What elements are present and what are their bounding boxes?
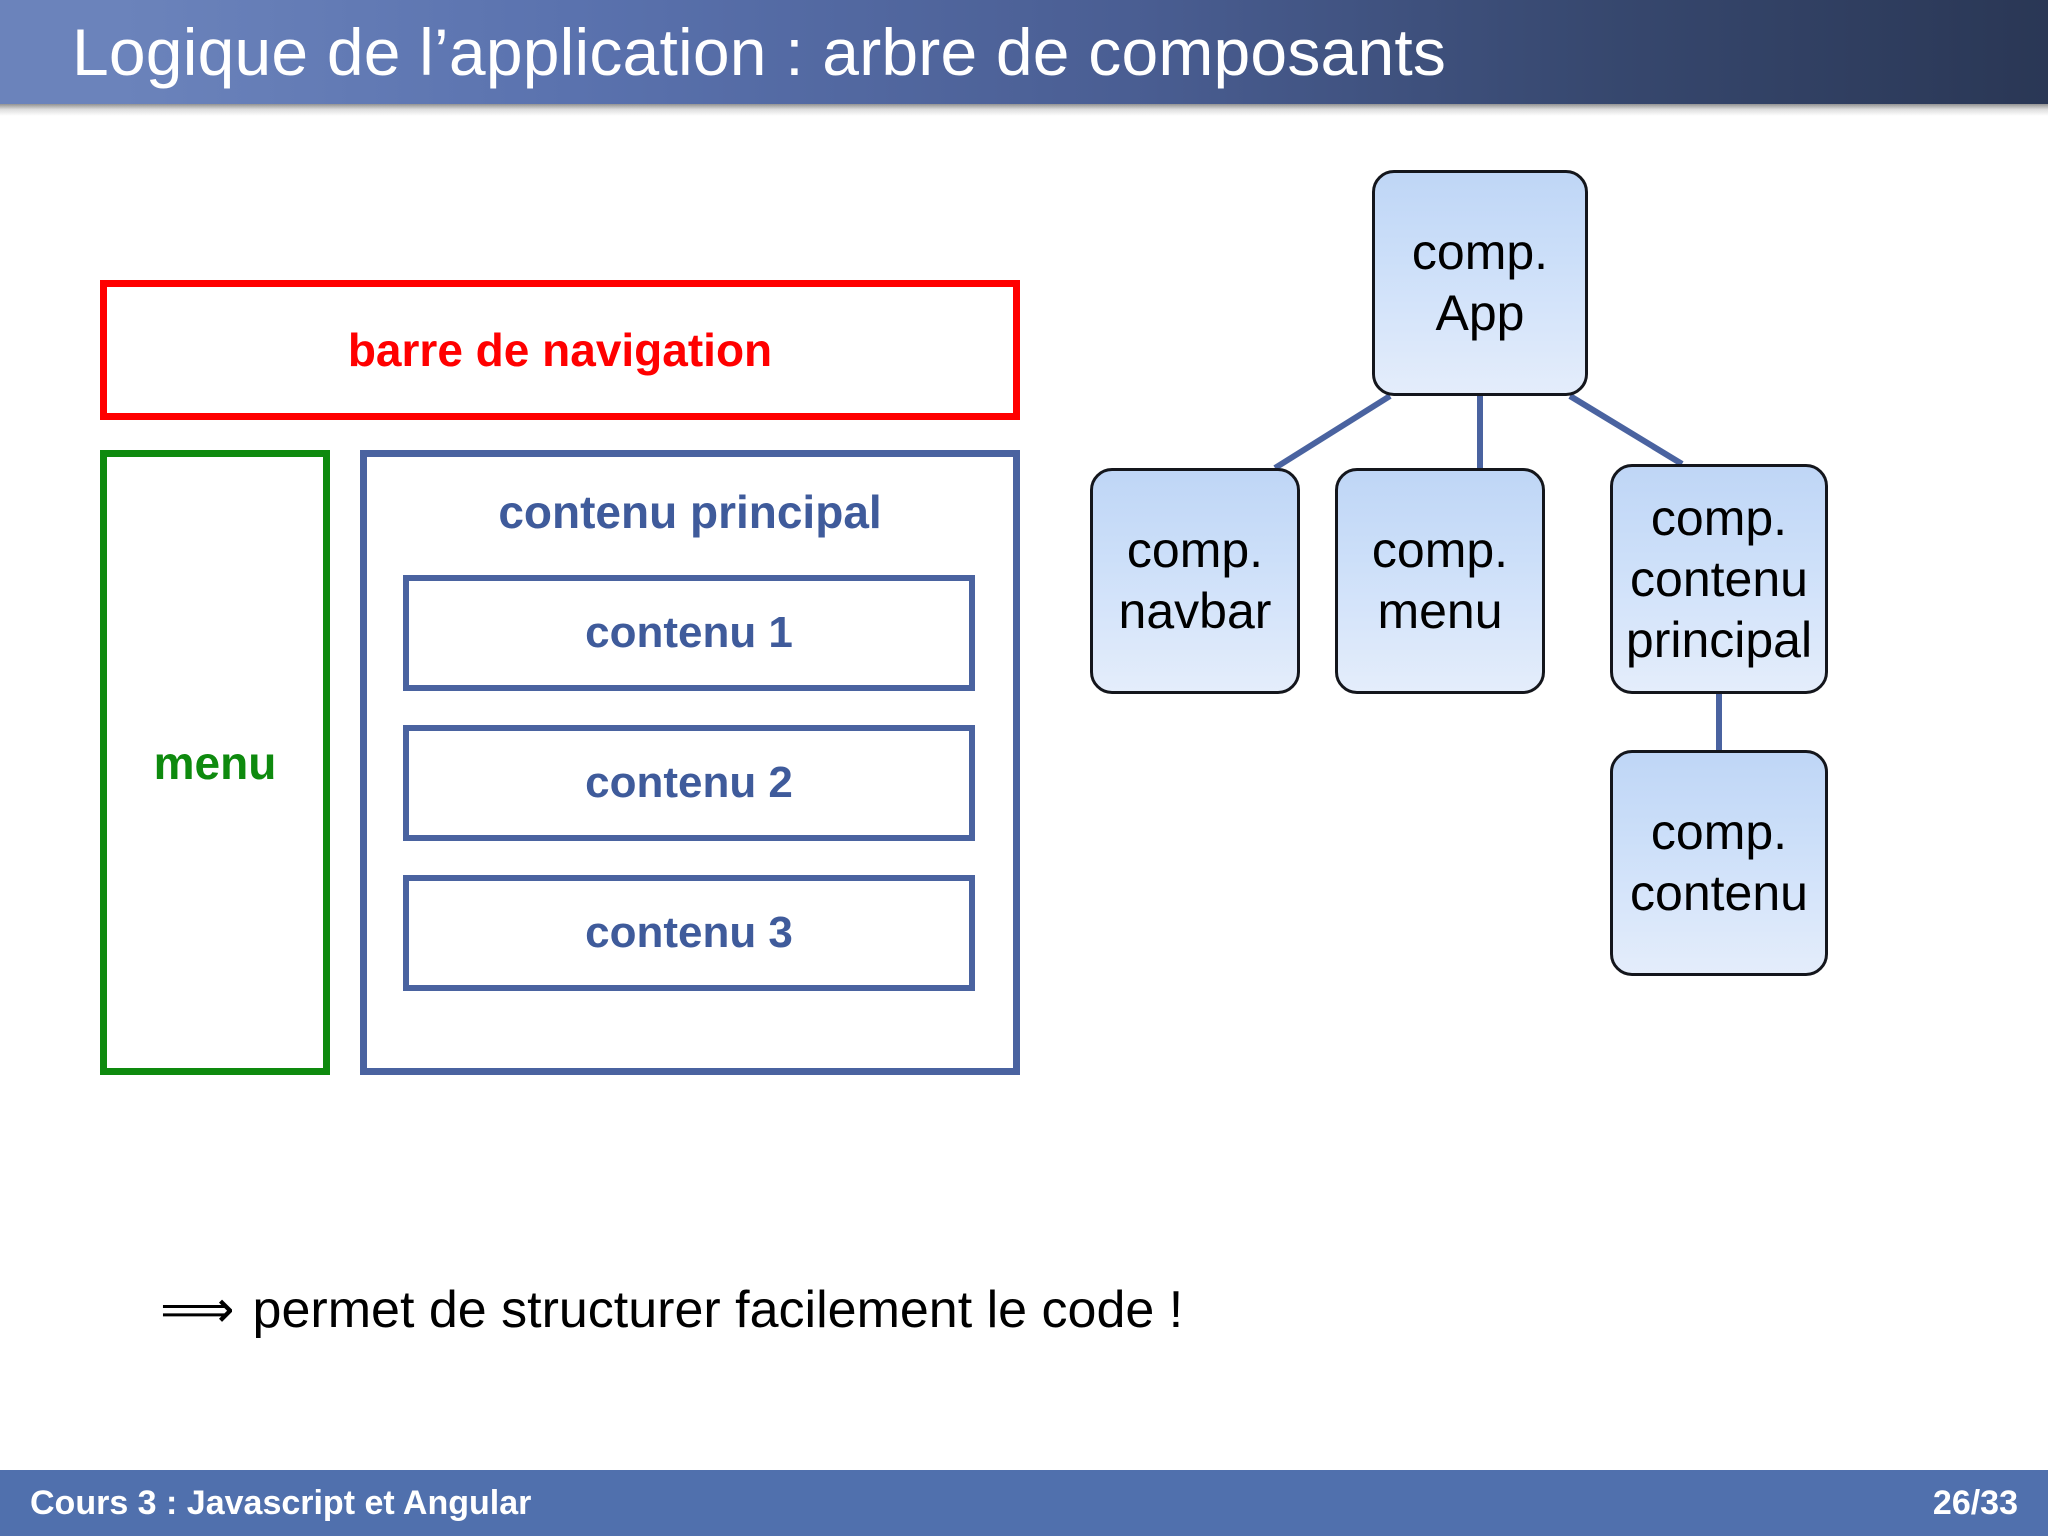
slide-footer-bar: Cours 3 : Javascript et Angular 26/33 <box>0 1470 2048 1536</box>
component-tree-diagram: comp. App comp. navbar comp. menu comp. … <box>1090 170 2030 976</box>
tree-node-contenu-principal: comp. contenu principal <box>1610 464 1828 694</box>
tree-node-menu: comp. menu <box>1335 468 1545 694</box>
component-tree-connectors <box>1273 393 1722 750</box>
tree-node-menu-line2: menu <box>1377 583 1503 639</box>
conclusion-text: permet de structurer facilement le code … <box>252 1281 1184 1339</box>
wireframe-main-content-label: contenu principal <box>498 486 882 538</box>
edge-app-navbar <box>1273 393 1392 471</box>
tree-node-app-line1: comp. <box>1411 224 1549 280</box>
tree-node-contenu-principal-line1: comp. <box>1650 489 1788 546</box>
tree-node-contenu: comp. contenu <box>1610 750 1828 976</box>
conclusion-line: ⟹ permet de structurer facilement le cod… <box>160 1280 1183 1340</box>
tree-node-navbar-line2: navbar <box>1118 583 1272 639</box>
footer-page-number: 26/33 <box>1932 1484 2018 1522</box>
page-title: Logique de l’application : arbre de comp… <box>72 15 1447 89</box>
tree-node-app: comp. App <box>1372 170 1588 396</box>
wireframe-main-content-box: contenu principal contenu 1 contenu 2 co… <box>360 450 1020 1075</box>
wireframe-menu-label: menu <box>153 736 277 789</box>
edge-app-main <box>1568 393 1684 467</box>
wireframe-content-section-2: contenu 2 <box>403 725 975 841</box>
tree-node-navbar-line1: comp. <box>1126 522 1264 578</box>
wireframe-navbar-box: barre de navigation <box>100 280 1020 420</box>
footer-course-label: Cours 3 : Javascript et Angular <box>30 1484 532 1522</box>
tree-node-navbar: comp. navbar <box>1090 468 1300 694</box>
tree-node-contenu-line2: contenu <box>1630 865 1808 921</box>
wireframe-navbar-label: barre de navigation <box>347 324 773 376</box>
double-arrow-icon: ⟹ <box>160 1281 235 1339</box>
slide-header-bar: Logique de l’application : arbre de comp… <box>0 0 2048 104</box>
header-shadow-divider <box>0 104 2048 116</box>
tree-node-contenu-line1: comp. <box>1650 804 1788 860</box>
wireframe-content-section-1: contenu 1 <box>403 575 975 691</box>
wireframe-menu-box: menu <box>100 450 330 1075</box>
tree-node-contenu-principal-line2: contenu <box>1630 550 1808 607</box>
wireframe-content-section-3: contenu 3 <box>403 875 975 991</box>
tree-node-app-line2: App <box>1435 285 1525 341</box>
tree-node-contenu-principal-line3: principal <box>1625 611 1813 668</box>
layout-wireframe-diagram: barre de navigation menu contenu princip… <box>96 280 1026 1080</box>
tree-node-menu-line1: comp. <box>1371 522 1509 578</box>
